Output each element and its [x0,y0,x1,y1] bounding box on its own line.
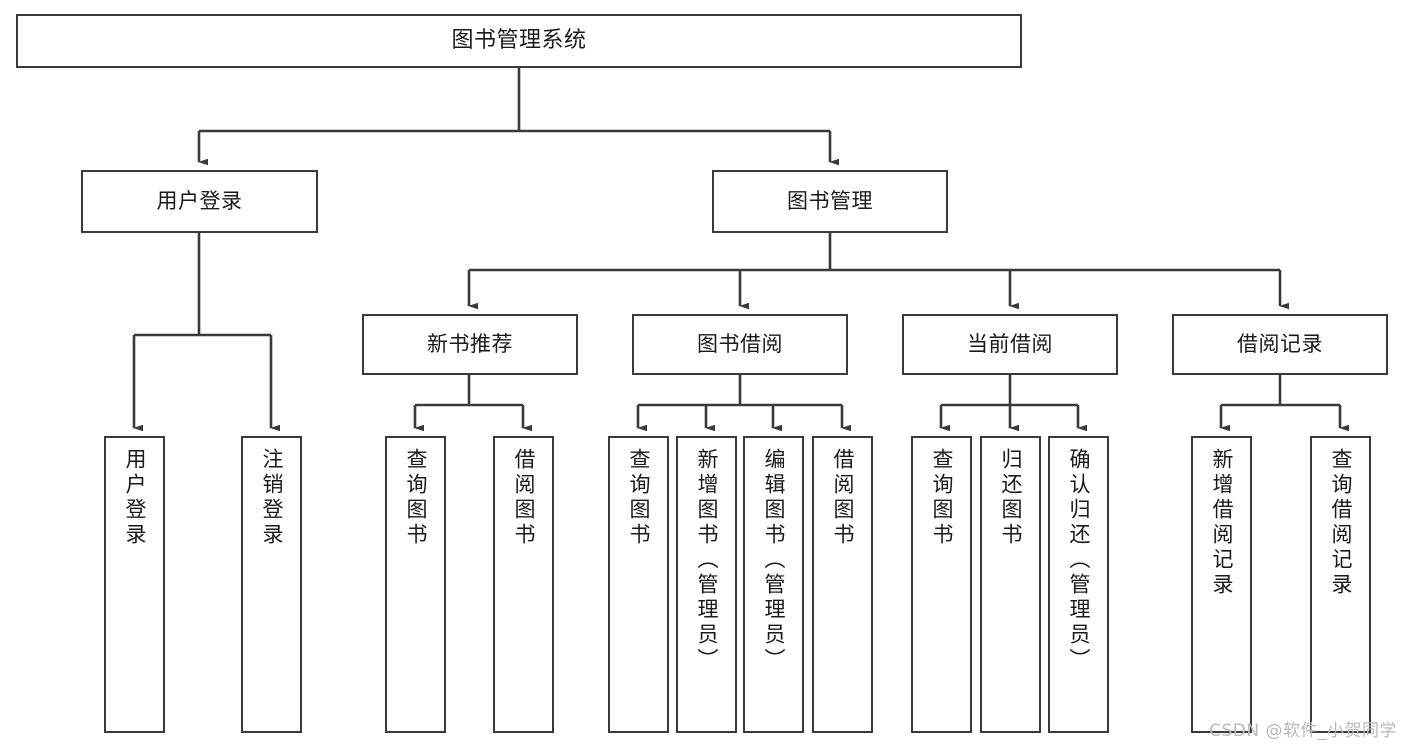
node-book-management[interactable]: 图书管理 [712,170,948,233]
leaf-confirm-return-admin[interactable]: 确认归还（管理员） [1048,436,1109,733]
node-label: 确认归还（管理员） [1067,448,1091,673]
node-label: 借阅记录 [1237,331,1323,356]
leaf-query-borrow-record[interactable]: 查询借阅记录 [1310,436,1371,733]
node-label: 查询图书 [404,448,428,548]
leaf-query-book-new-recommend[interactable]: 查询图书 [385,436,446,733]
node-label: 借阅图书 [831,448,855,548]
csdn-watermark: CSDN @软件_小贺同学 [1209,721,1397,741]
node-root-book-management-system[interactable]: 图书管理系统 [16,14,1022,68]
leaf-borrow-book-new-recommend[interactable]: 借阅图书 [493,436,554,733]
node-label: 借阅图书 [512,448,536,548]
leaf-add-book-admin[interactable]: 新增图书（管理员） [676,436,737,733]
node-label: 图书管理 [787,188,873,213]
node-label: 查询图书 [627,448,651,548]
leaf-query-book-current-borrow[interactable]: 查询图书 [911,436,972,733]
node-current-borrow[interactable]: 当前借阅 [902,314,1118,375]
node-label: 图书管理系统 [451,27,587,53]
node-label: 用户登录 [123,448,147,548]
node-user-login[interactable]: 用户登录 [81,170,318,233]
node-label: 归还图书 [999,448,1023,548]
node-borrow-record[interactable]: 借阅记录 [1172,314,1388,375]
leaf-logout-login[interactable]: 注销登录 [241,436,302,733]
node-label: 新增图书（管理员） [695,448,719,673]
leaf-add-borrow-record[interactable]: 新增借阅记录 [1191,436,1252,733]
node-label: 图书借阅 [697,331,783,356]
node-book-borrow[interactable]: 图书借阅 [632,314,848,375]
node-label: 查询图书 [930,448,954,548]
leaf-edit-book-admin[interactable]: 编辑图书（管理员） [743,436,804,733]
node-label: 编辑图书（管理员） [762,448,786,673]
node-label: 查询借阅记录 [1329,448,1353,598]
node-label: 新增借阅记录 [1210,448,1234,598]
node-new-book-recommend[interactable]: 新书推荐 [362,314,578,375]
leaf-query-book-borrow[interactable]: 查询图书 [608,436,669,733]
leaf-user-login[interactable]: 用户登录 [104,436,165,733]
leaf-return-book[interactable]: 归还图书 [980,436,1041,733]
node-label: 新书推荐 [427,331,513,356]
leaf-borrow-book-borrow[interactable]: 借阅图书 [812,436,873,733]
node-label: 注销登录 [260,448,284,548]
node-label: 用户登录 [156,188,243,213]
node-label: 当前借阅 [967,331,1053,356]
